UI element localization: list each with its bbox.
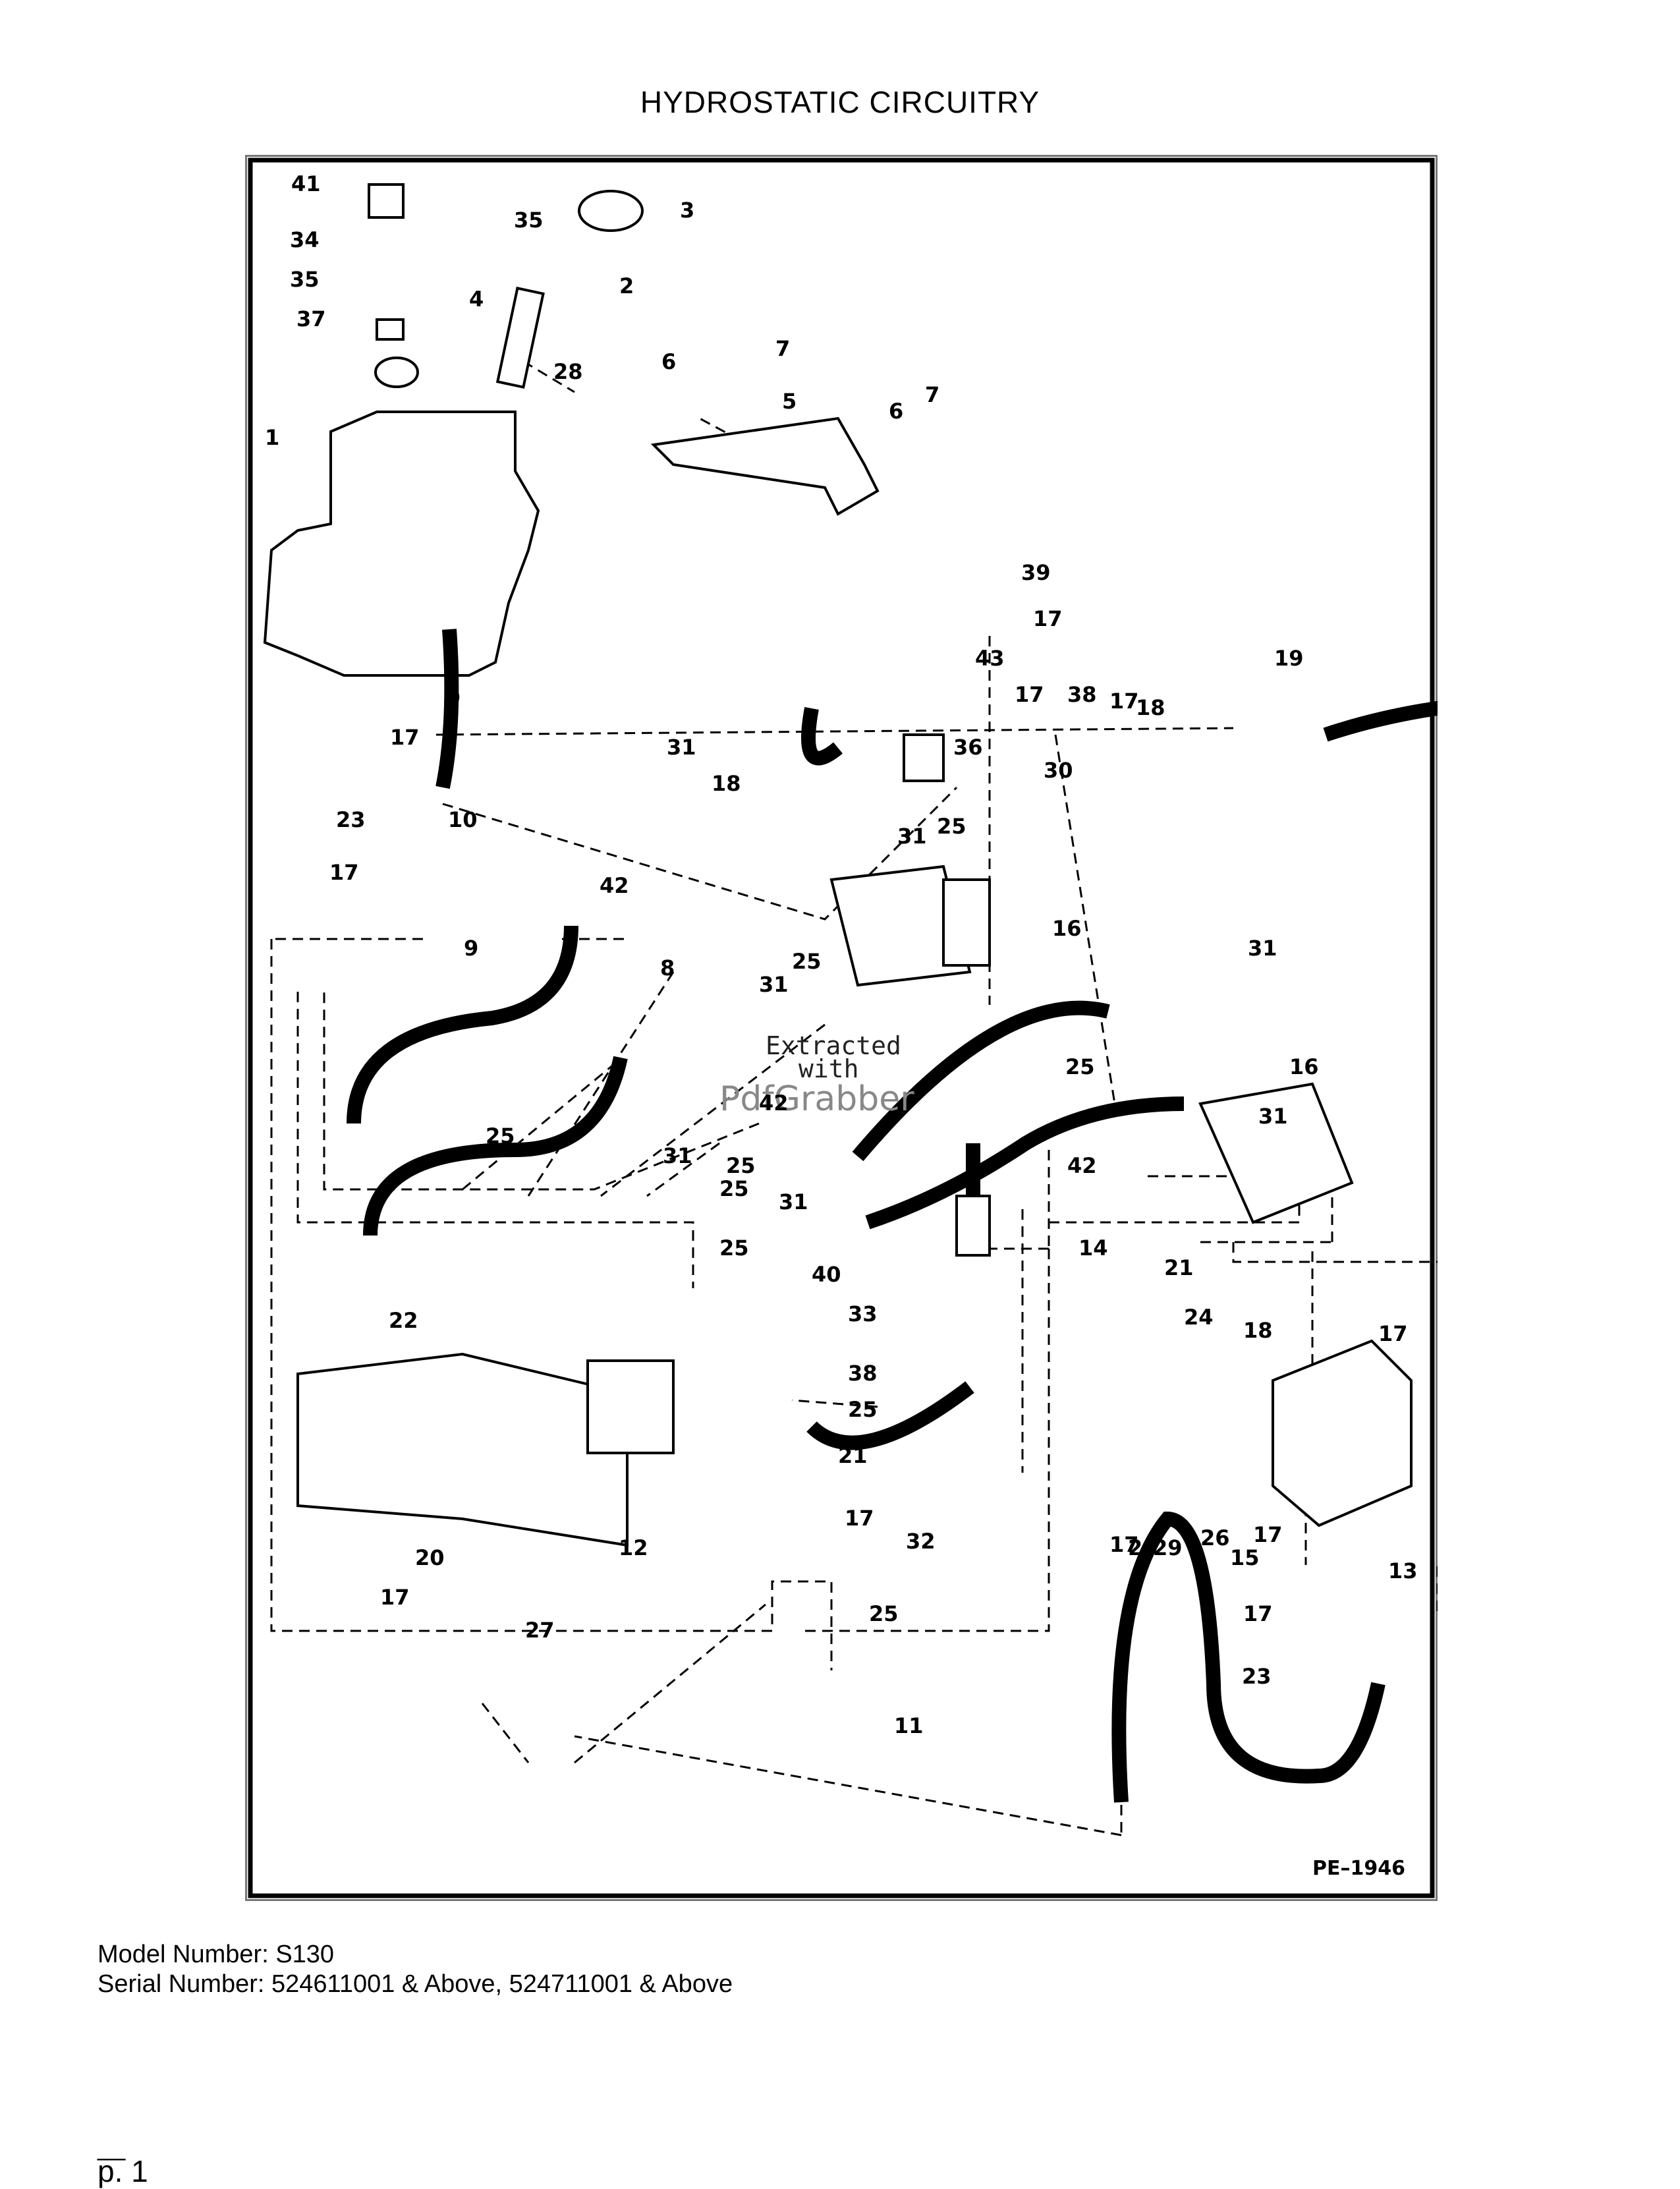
callout-25: 25 — [848, 1397, 878, 1422]
callout-8: 8 — [660, 955, 675, 981]
callout-17: 17 — [1378, 1321, 1408, 1346]
callout-22: 22 — [389, 1308, 418, 1333]
diagram-reference: PE–1946 — [1312, 1857, 1405, 1880]
callout-25: 25 — [719, 1236, 749, 1261]
callout-16: 16 — [1052, 916, 1082, 941]
callout-25: 25 — [937, 814, 966, 839]
page-title: HYDROSTATIC CIRCUITRY — [640, 85, 1040, 119]
callout-18: 18 — [712, 771, 741, 796]
callout-3: 3 — [680, 198, 694, 223]
callout-31: 31 — [667, 735, 696, 760]
callout-15: 15 — [1230, 1545, 1260, 1570]
callout-4: 4 — [469, 287, 484, 312]
watermark-line-1: Extracted — [766, 1031, 901, 1060]
callout-42: 42 — [600, 873, 629, 898]
diagram-frame — [245, 155, 1438, 1901]
callout-42: 42 — [759, 1091, 789, 1116]
callout-18: 18 — [1136, 695, 1165, 720]
callout-17: 17 — [1015, 682, 1044, 707]
callout-23: 23 — [336, 807, 366, 832]
callout-17: 17 — [1253, 1522, 1283, 1547]
footer-rule: __ — [98, 2134, 126, 2161]
callout-9: 9 — [446, 685, 461, 710]
callout-21: 21 — [1164, 1255, 1194, 1280]
callout-25: 25 — [792, 949, 822, 974]
callout-38: 38 — [848, 1361, 878, 1386]
callout-2: 2 — [619, 273, 634, 298]
watermark-line-3: PdfGrabber — [719, 1079, 914, 1119]
callout-18: 18 — [1243, 1318, 1273, 1343]
callout-23: 23 — [1242, 1664, 1272, 1689]
callout-38: 38 — [1067, 682, 1097, 707]
serial-number: Serial Number: 524611001 & Above, 524711… — [98, 1970, 733, 1998]
callout-17: 17 — [1243, 1601, 1273, 1626]
callout-17: 17 — [390, 725, 420, 750]
callout-28: 28 — [553, 359, 583, 384]
callout-30: 30 — [1044, 758, 1073, 783]
callout-29: 29 — [1153, 1535, 1183, 1560]
callout-33: 33 — [848, 1301, 878, 1326]
callout-39: 39 — [1021, 560, 1051, 585]
callout-21: 21 — [838, 1443, 868, 1468]
callout-17: 17 — [1109, 1532, 1139, 1557]
part-outlines — [263, 183, 1438, 1803]
watermark: Extracted with PdfGrabber — [719, 1031, 914, 1119]
callout-5: 5 — [782, 389, 797, 414]
callout-1: 1 — [265, 425, 279, 450]
callout-10: 10 — [448, 807, 478, 832]
callout-11: 11 — [894, 1713, 924, 1738]
callout-17: 17 — [1033, 606, 1063, 631]
callout-43: 43 — [975, 646, 1005, 671]
callout-6: 6 — [661, 349, 676, 374]
routing-lines — [270, 351, 1438, 1836]
callout-7: 7 — [925, 382, 939, 407]
callout-19: 19 — [1274, 646, 1304, 671]
callout-6: 6 — [889, 399, 903, 424]
callout-31: 31 — [663, 1143, 692, 1168]
callout-24: 24 — [1184, 1305, 1214, 1330]
callout-17: 17 — [329, 860, 359, 885]
callout-31: 31 — [759, 972, 789, 997]
callout-25: 25 — [719, 1176, 749, 1201]
callout-35: 35 — [290, 267, 320, 292]
callout-27: 27 — [525, 1618, 555, 1643]
callout-34: 34 — [290, 227, 320, 252]
callout-16: 16 — [1289, 1054, 1319, 1079]
callout-40: 40 — [812, 1262, 841, 1287]
callout-32: 32 — [906, 1529, 936, 1554]
callout-25: 25 — [869, 1601, 899, 1626]
callout-35: 35 — [514, 208, 544, 233]
callout-31: 31 — [897, 824, 927, 849]
callout-31: 31 — [779, 1189, 808, 1214]
callout-14: 14 — [1078, 1236, 1108, 1261]
page-number: p. 1 — [98, 2154, 148, 2188]
callout-26: 26 — [1200, 1525, 1230, 1550]
callout-37: 37 — [296, 306, 326, 331]
callout-12: 12 — [619, 1535, 648, 1560]
callout-25: 25 — [726, 1153, 756, 1178]
callout-17: 17 — [845, 1506, 874, 1531]
callout-31: 31 — [1258, 1104, 1288, 1129]
callout-31: 31 — [1248, 936, 1277, 961]
callout-17: 17 — [1109, 689, 1139, 714]
callout-25: 25 — [1065, 1054, 1095, 1079]
model-number: Model Number: S130 — [98, 1941, 335, 1968]
callout-42: 42 — [1067, 1153, 1097, 1178]
callout-26: 26 — [1128, 1535, 1158, 1560]
callout-20: 20 — [415, 1545, 445, 1570]
watermark-line-2: with — [798, 1054, 859, 1083]
callout-13: 13 — [1388, 1558, 1418, 1583]
exploded-parts-diagram: Extracted with PdfGrabber PE–1946 413353… — [248, 157, 1438, 1898]
callout-36: 36 — [953, 735, 983, 760]
callout-9: 9 — [464, 936, 478, 961]
callout-7: 7 — [775, 336, 790, 361]
callout-25: 25 — [486, 1123, 515, 1149]
callout-41: 41 — [291, 171, 321, 196]
callout-17: 17 — [380, 1585, 410, 1610]
